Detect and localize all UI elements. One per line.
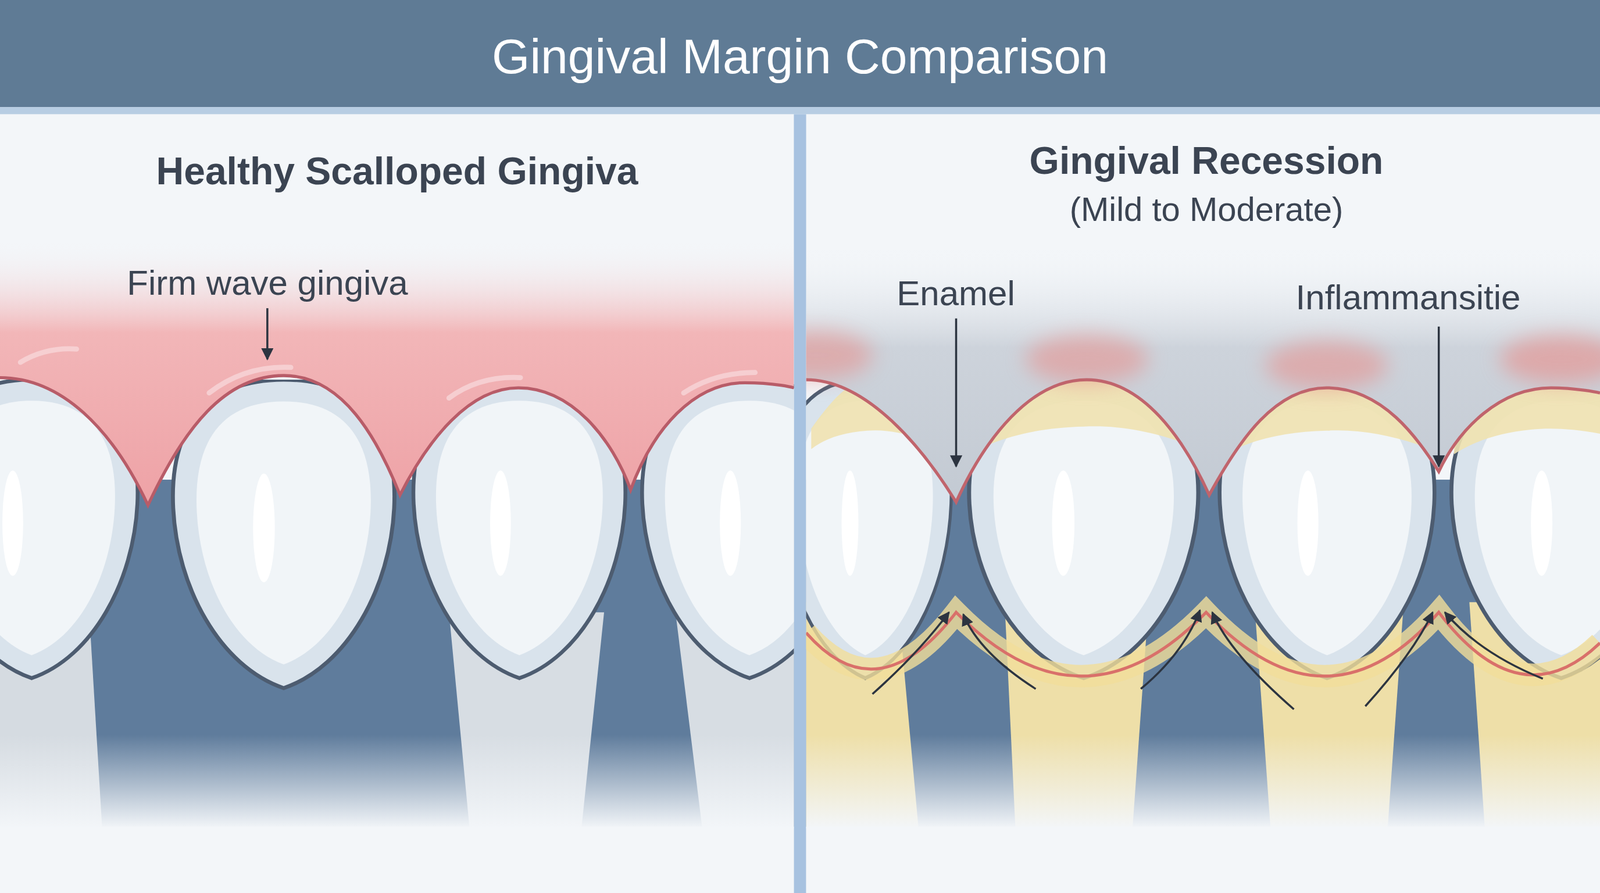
gum-highlight bbox=[448, 377, 521, 398]
bottom-fade bbox=[0, 734, 794, 829]
recession-arrow bbox=[963, 614, 1037, 689]
gingiva bbox=[0, 240, 794, 506]
healthy-illustration bbox=[0, 240, 794, 893]
gingival-margin bbox=[0, 375, 794, 506]
panel-heading: Gingival Recession bbox=[1029, 138, 1384, 184]
gum-highlight bbox=[683, 372, 756, 394]
gum-highlight bbox=[20, 348, 77, 363]
recession-arrow bbox=[872, 612, 950, 694]
leader-line bbox=[266, 308, 269, 360]
diagram-title: Gingival Margin Comparison bbox=[491, 28, 1109, 85]
bottom-fade bbox=[806, 734, 1600, 829]
bottom-fade bbox=[806, 826, 1600, 893]
inflammation-glow bbox=[1025, 334, 1149, 384]
leader-line bbox=[955, 318, 958, 467]
callout-label: Inflammansitie bbox=[1295, 277, 1521, 318]
tooth-crown bbox=[1451, 379, 1600, 678]
inflammation-glow bbox=[1265, 340, 1388, 390]
recession-illustration bbox=[806, 244, 1600, 893]
bottom-fade bbox=[0, 826, 794, 893]
gum-highlight bbox=[209, 367, 291, 394]
inflammation-glow bbox=[806, 330, 873, 380]
recession-arrow bbox=[1365, 612, 1433, 706]
tooth-crown bbox=[172, 379, 395, 689]
receded-gingiva bbox=[806, 244, 1600, 502]
recession-arrow bbox=[1444, 612, 1543, 679]
leader-line bbox=[1437, 326, 1441, 467]
panel-heading: Healthy Scalloped Gingiva bbox=[156, 149, 639, 194]
panel-divider bbox=[793, 114, 806, 893]
recession-arrow bbox=[1212, 612, 1294, 710]
header-strip bbox=[0, 106, 1600, 114]
comparison-panel: Healthy Scalloped Gingiva bbox=[0, 113, 795, 893]
recession-arrow bbox=[1140, 610, 1200, 689]
callout-label: Enamel bbox=[896, 273, 1015, 314]
gingival-margin bbox=[806, 379, 1600, 503]
comparison-panel: Gingival Recession (Mild to Moderate) bbox=[806, 113, 1600, 893]
callout-label: Firm wave gingiva bbox=[126, 262, 409, 303]
inflammation-glow bbox=[1500, 334, 1600, 384]
panel-subheading: (Mild to Moderate) bbox=[1069, 190, 1344, 230]
header-band bbox=[0, 0, 1600, 107]
